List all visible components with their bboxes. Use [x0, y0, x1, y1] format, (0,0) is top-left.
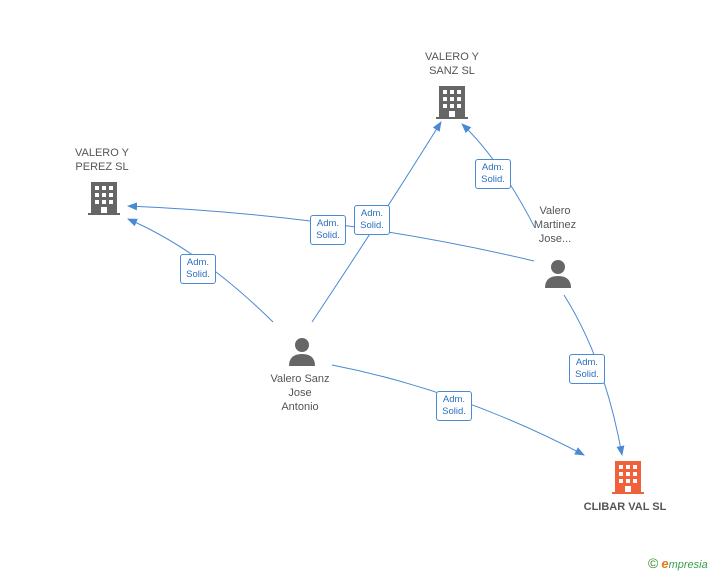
edge-label-adm-solid: Adm. Solid. — [475, 159, 511, 189]
edge-label-adm-solid: Adm. Solid. — [569, 354, 605, 384]
building-icon — [436, 86, 468, 119]
node-label-valero-y-sanz[interactable]: VALERO Y SANZ SL — [424, 51, 479, 77]
edge-label-adm-solid: Adm. Solid. — [436, 391, 472, 421]
node-label-valero-martinez[interactable]: Valero Martinez Jose... — [533, 205, 577, 245]
node-label-valero-y-perez[interactable]: VALERO Y PEREZ SL — [74, 147, 129, 173]
footer-brand[interactable]: © empresia — [648, 555, 708, 571]
copyright-icon: © — [648, 555, 659, 571]
edge-label-adm-solid: Adm. Solid. — [354, 205, 390, 235]
edge-label-adm-solid: Adm. Solid. — [180, 254, 216, 284]
node-label-valero-sanz-jose[interactable]: Valero Sanz Jose Antonio — [270, 373, 330, 413]
node-label-clibar[interactable]: CLIBAR VAL SL — [583, 501, 667, 513]
building-icon — [612, 461, 644, 494]
person-icon — [545, 260, 571, 288]
person-icon — [289, 338, 315, 366]
edge-label-adm-solid: Adm. Solid. — [310, 215, 346, 245]
building-icon — [88, 182, 120, 215]
brand-logo: empresia — [661, 555, 708, 571]
